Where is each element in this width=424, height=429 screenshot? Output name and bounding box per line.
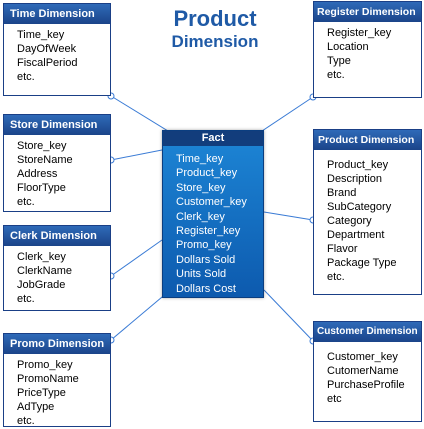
time-dimension-box: Time Dimension Time_key DayOfWeek Fiscal… — [3, 3, 111, 96]
list-item: Address — [17, 168, 58, 180]
connector-time — [110, 95, 169, 132]
list-item: PriceType — [17, 387, 66, 399]
connector-promo — [110, 291, 169, 341]
list-item: Promo_key — [176, 239, 232, 252]
list-item: Product_key — [327, 159, 389, 171]
register-dimension-box: Register Dimension Register_key Location… — [313, 1, 422, 98]
product-dimension-box: Product Dimension Product_key Descriptio… — [313, 129, 422, 295]
store-dimension-header: Store Dimension — [4, 115, 110, 135]
title-sub: Dimension — [171, 32, 259, 51]
list-item: Time_key — [176, 153, 224, 165]
list-item: Customer_key — [176, 196, 247, 209]
list-item: Description — [327, 173, 383, 185]
list-item: DayOfWeek — [17, 43, 77, 55]
product-dimension-list: Product_key Description Brand SubCategor… — [314, 150, 421, 284]
promo-dimension-list: Promo_key PromoName PriceType AdType etc… — [4, 354, 110, 428]
list-item: Store_key — [17, 140, 67, 152]
list-item: Location — [327, 41, 369, 53]
list-item: Package Type — [327, 257, 397, 269]
time-dimension-list: Time_key DayOfWeek FiscalPeriod etc. — [4, 24, 110, 84]
list-item: etc. — [17, 196, 35, 208]
connector-customer — [263, 289, 314, 342]
list-item: Clerk_key — [176, 210, 225, 223]
list-item: Clerk_key — [17, 251, 66, 263]
list-item: Brand — [327, 187, 357, 199]
list-item: Dollars Cost — [176, 282, 236, 295]
list-item: Flavor — [327, 243, 358, 255]
list-item: etc. — [17, 415, 35, 427]
list-item: SubCategory — [327, 201, 392, 213]
register-dimension-list: Register_key Location Type etc. — [314, 22, 421, 82]
list-item: etc. — [327, 69, 345, 81]
customer-dimension-list: Customer_key CutomerName PurchaseProfile… — [314, 342, 421, 406]
list-item: AdType — [17, 401, 55, 413]
list-item: FloorType — [17, 182, 66, 194]
list-item: Dollars Sold — [176, 253, 236, 266]
list-item: FiscalPeriod — [17, 57, 78, 69]
list-item: Type — [327, 55, 351, 67]
promo-dimension-header: Promo Dimension — [4, 334, 110, 354]
fact-table-header: Fact — [163, 131, 263, 146]
fact-table-box: Fact Time_key Product_key Store_key Cust… — [162, 130, 264, 298]
list-item: Department — [327, 229, 385, 241]
diagram-title: Product Dimension — [156, 6, 274, 51]
connector-register — [261, 96, 314, 132]
list-item: CutomerName — [327, 365, 399, 377]
clerk-dimension-header: Clerk Dimension — [4, 226, 110, 246]
list-item: etc. — [327, 271, 345, 283]
time-dimension-header: Time Dimension — [4, 4, 110, 24]
promo-dimension-box: Promo Dimension Promo_key PromoName Pric… — [3, 333, 111, 427]
list-item: StoreName — [17, 154, 73, 166]
connector-store — [110, 149, 163, 161]
clerk-dimension-box: Clerk Dimension Clerk_key ClerkName JobG… — [3, 225, 111, 311]
store-dimension-list: Store_key StoreName Address FloorType et… — [4, 135, 110, 209]
clerk-dimension-list: Clerk_key ClerkName JobGrade etc. — [4, 246, 110, 306]
customer-dimension-header: Customer Dimension — [314, 322, 421, 342]
list-item: etc — [327, 393, 342, 405]
list-item: Category — [327, 215, 372, 227]
list-item: Product_key — [176, 167, 238, 180]
list-item: Promo_key — [17, 359, 73, 371]
list-item: ClerkName — [17, 265, 73, 277]
list-item: etc. — [17, 293, 35, 305]
connector-clerk — [110, 239, 163, 277]
list-item: Units Sold — [176, 268, 227, 281]
connector-product — [263, 211, 314, 221]
list-item: PurchaseProfile — [327, 379, 405, 391]
list-item: PromoName — [17, 373, 79, 385]
title-main: Product — [173, 6, 257, 31]
list-item: Time_key — [17, 29, 65, 41]
list-item: Register_key — [176, 225, 241, 238]
list-item: Customer_key — [327, 351, 398, 363]
list-item: JobGrade — [17, 279, 66, 291]
fact-table-list: Time_key Product_key Store_key Customer_… — [163, 146, 263, 296]
list-item: Register_key — [327, 27, 392, 39]
list-item: etc. — [17, 71, 35, 83]
list-item: Store_key — [176, 181, 226, 194]
product-dimension-header: Product Dimension — [314, 130, 421, 150]
register-dimension-header: Register Dimension — [314, 2, 421, 22]
store-dimension-box: Store Dimension Store_key StoreName Addr… — [3, 114, 111, 212]
customer-dimension-box: Customer Dimension Customer_key CutomerN… — [313, 321, 422, 422]
